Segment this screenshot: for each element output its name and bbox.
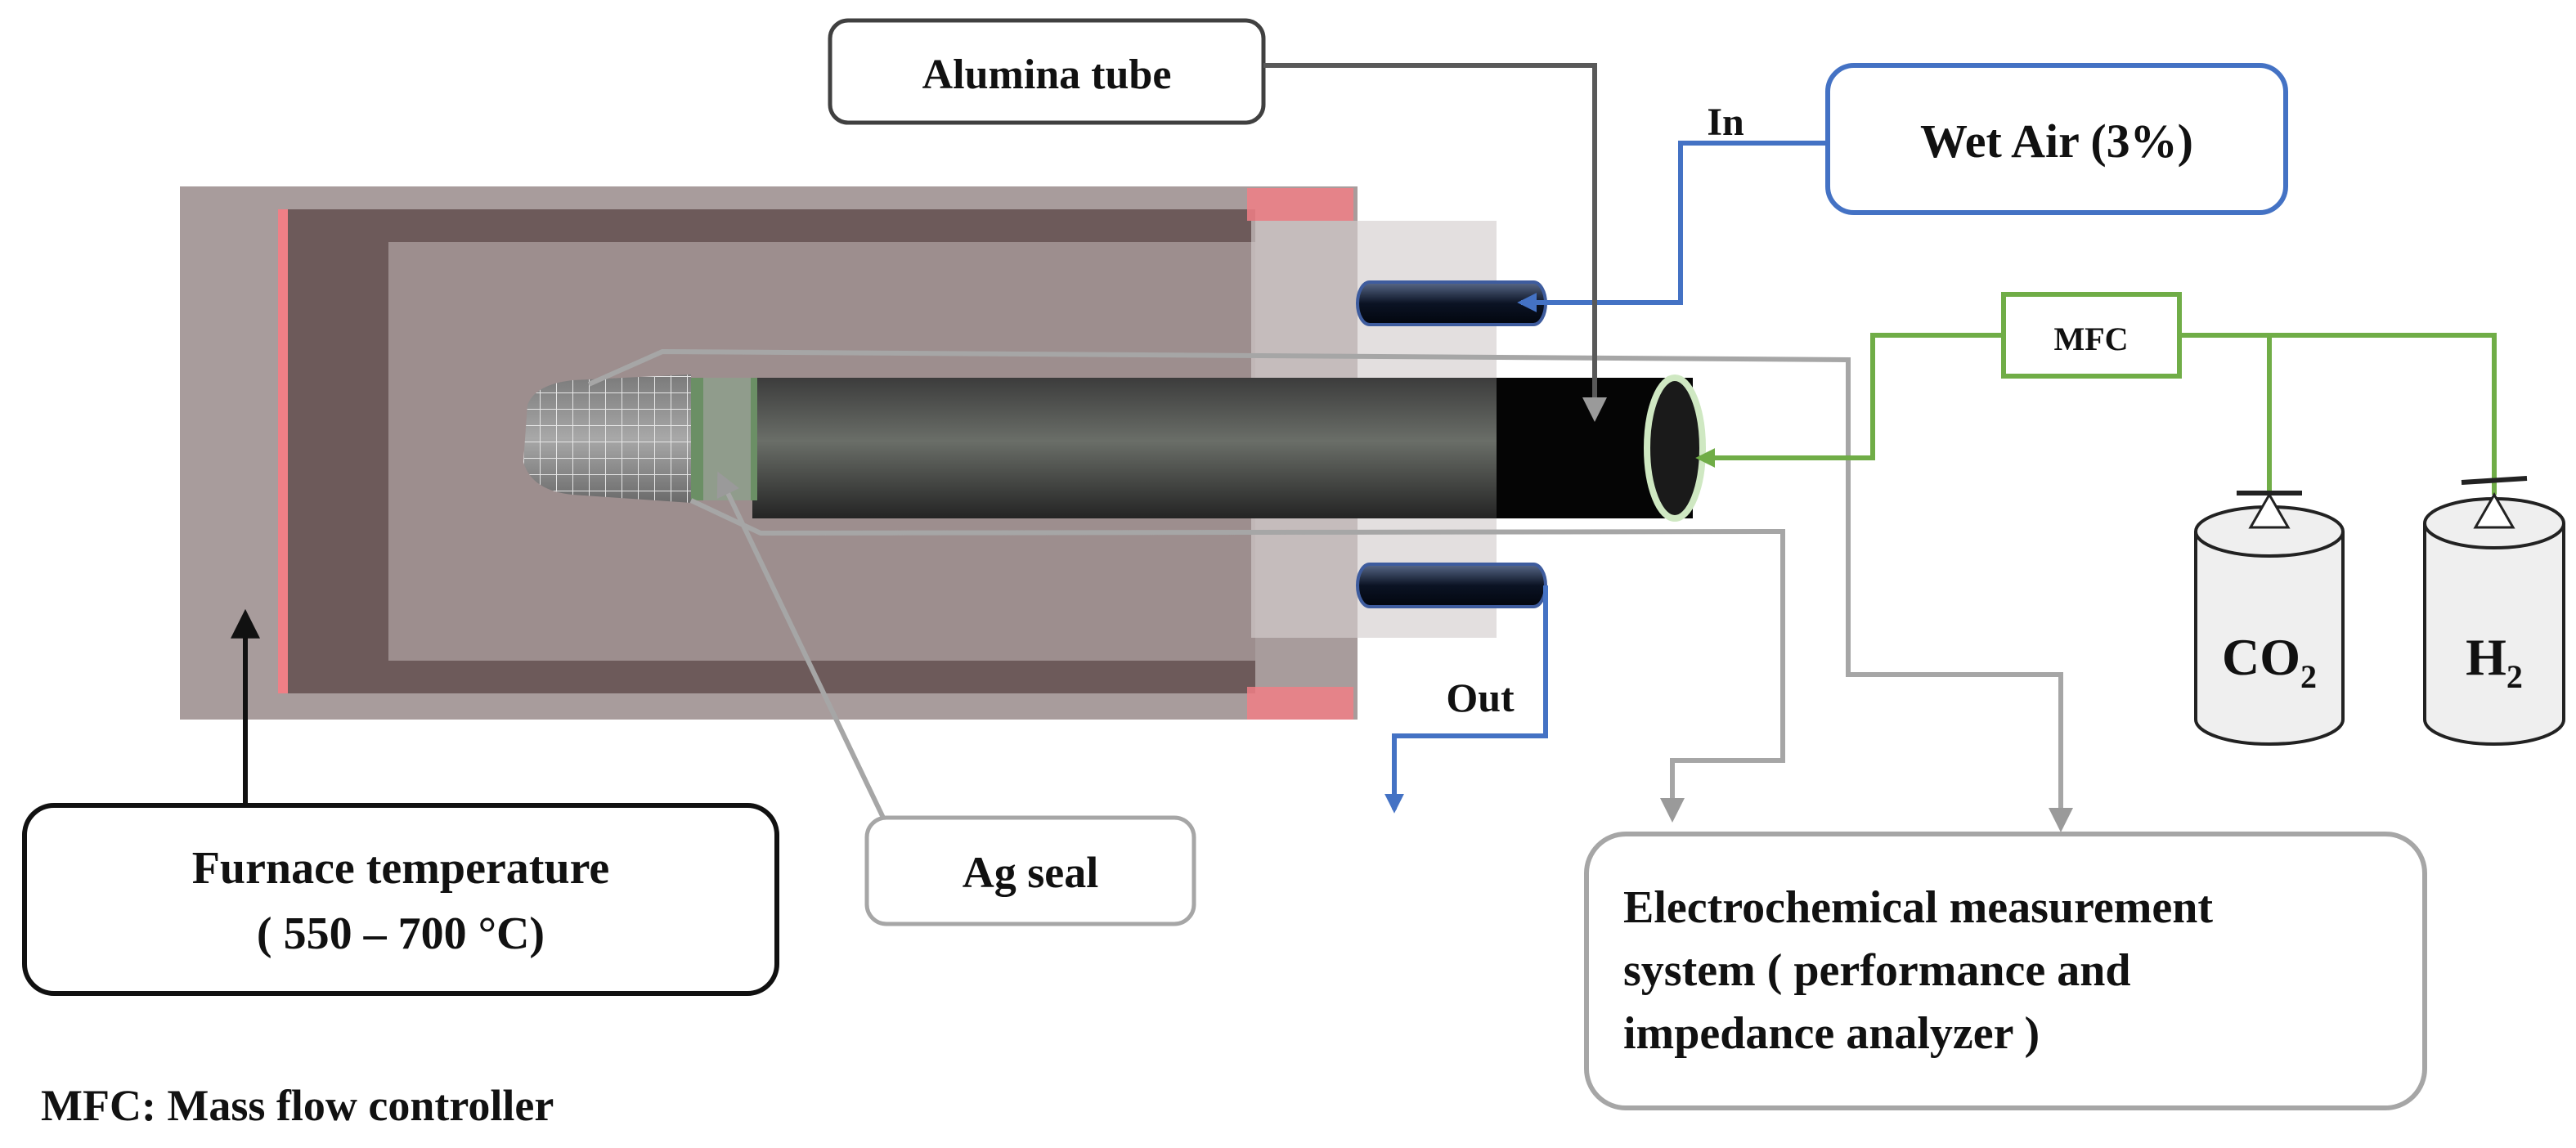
ems-line1: Electrochemical measurement [1623,882,2213,933]
mfc-to-tube-line [1695,333,2004,468]
h2-cylinder [2423,476,2565,746]
ems-line2: system ( performance and [1623,945,2131,996]
electrochemical-measurement-system: Electrochemical measurement system ( per… [1584,832,2427,1110]
mass-flow-controller: MFC [2001,292,2182,379]
furnace-temperature-box [22,803,779,996]
ag-seal-box [864,815,1196,926]
mfc-box [2001,292,2182,379]
alumina-tube-opening [1644,374,1706,522]
alumina-tube-callout: Alumina tube [828,18,1607,422]
alumina-tube-label: Alumina tube [922,52,1172,98]
inlet-line [1517,141,1828,312]
co2-label: CO2 [2222,628,2317,695]
fuel-gas-line [1695,333,2497,495]
furnace-temperature-callout: Furnace temperature ( 550 – 700 °C) [22,608,779,996]
footnote: MFC: Mass flow controller [41,1081,554,1130]
wet-air-source: Wet Air (3%) [1825,63,2288,215]
h2-valve-icon [2473,491,2515,529]
furnace-temperature-line1: Furnace temperature [192,843,610,894]
ag-seal-pointer [716,471,886,819]
inlet-label: In [1707,101,1744,144]
heater-edge-left [278,209,288,693]
outlet-label: Out [1446,675,1515,720]
heater-edge-bottom-right [1247,687,1353,720]
alumina-tube-box [828,18,1266,125]
alumina-tube-pointer [1263,63,1607,422]
co2-cylinder [2194,491,2345,746]
cell-mesh-grid [523,374,691,503]
mfc-to-h2-line [2179,333,2497,495]
wet-air-inlet-pipe [1356,280,1547,326]
ag-seal-ring-highlight [703,378,751,500]
furnace-temperature-line2: ( 550 – 700 °C) [257,908,545,959]
ag-seal-label: Ag seal [963,848,1098,897]
co2-valve-icon [2248,491,2291,529]
wire-upper [587,348,2073,832]
wire-lower [689,498,1785,823]
wet-air-line [1384,141,1828,814]
h2-label: H2 [2466,628,2523,695]
outlet-pipe [1356,563,1547,608]
measurement-wires [587,348,2073,832]
mfc-label: MFC [2053,321,2128,357]
ems-line3: impedance analyzer ) [1623,1008,2040,1059]
outlet-line [1384,585,1548,814]
ag-seal-callout: Ag seal [864,815,1196,926]
wet-air-label: Wet Air (3%) [1920,114,2193,168]
ems-box [1584,832,2427,1110]
wet-air-box [1825,63,2288,215]
heater-edge-top-right [1247,188,1353,221]
